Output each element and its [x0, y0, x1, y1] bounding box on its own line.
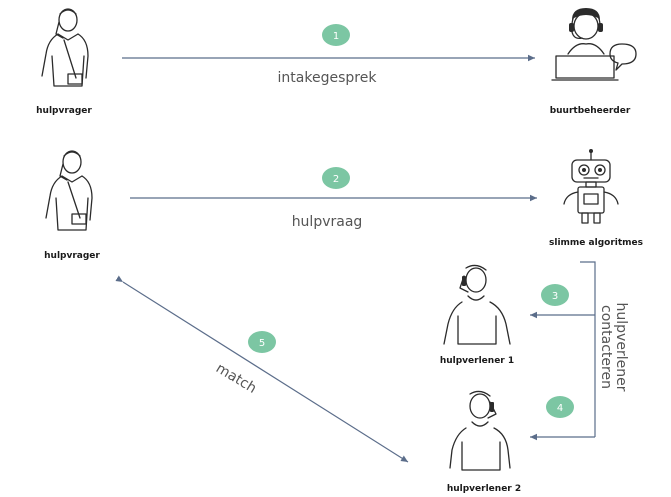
step-badge-3: 3	[541, 284, 569, 306]
man-on-phone-icon	[45, 150, 93, 231]
svg-text:3: 3	[552, 291, 558, 302]
label-match: match	[213, 360, 259, 397]
svg-text:1: 1	[333, 31, 339, 42]
connector-bracket	[580, 261, 596, 437]
operator-with-headset-icon	[551, 8, 637, 81]
label-hulpverlener-contacteren-line1: hulpverlener	[613, 303, 629, 392]
svg-text:4: 4	[557, 403, 563, 414]
label-hulpverlener-contacteren-line2: contacteren	[598, 305, 614, 389]
svg-text:2: 2	[333, 174, 339, 185]
robot-icon	[563, 149, 619, 224]
arrow-step-5	[115, 275, 409, 463]
actor-label-hulpvrager-top: hulpvrager	[36, 106, 92, 116]
man-on-phone-icon	[41, 8, 89, 87]
step-badge-4: 4	[546, 396, 574, 418]
svg-text:5: 5	[259, 338, 265, 349]
label-intakegesprek: intakegesprek	[278, 70, 378, 86]
actor-label-buurtbeheerder: buurtbeheerder	[550, 106, 631, 116]
step-badge-1: 1	[322, 24, 350, 46]
step-badge-5: 5	[248, 331, 276, 353]
step-badge-2: 2	[322, 167, 350, 189]
actor-label-slimme-algoritmes: slimme algoritmes	[549, 238, 643, 248]
actor-label-hulpverlener-2: hulpverlener 2	[447, 484, 521, 494]
actor-label-hulpverlener-1: hulpverlener 1	[440, 356, 514, 366]
actor-label-hulpvrager-mid: hulpvrager	[44, 251, 100, 261]
person-on-phone-icon	[443, 264, 511, 345]
person-on-phone-icon	[449, 390, 511, 471]
label-hulpvraag: hulpvraag	[292, 214, 363, 230]
